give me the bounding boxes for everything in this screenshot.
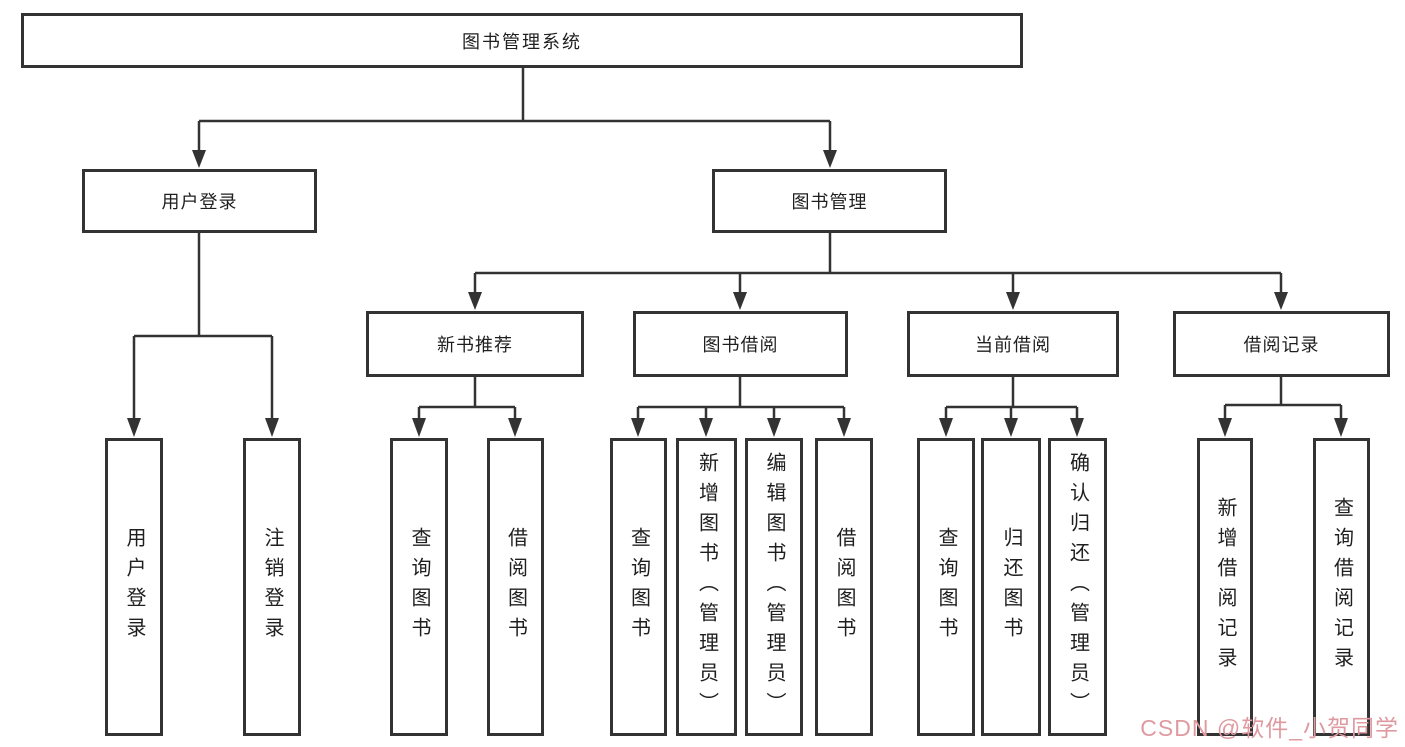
leaf-edit-books-admin: 编辑图书（管理员） — [745, 438, 803, 736]
node-borrow-records: 借阅记录 — [1173, 311, 1390, 377]
leaf-add-books-admin: 新增图书（管理员） — [676, 438, 737, 736]
node-current-borrow: 当前借阅 — [907, 311, 1119, 377]
leaf-add-borrow-record: 新增借阅记录 — [1197, 438, 1253, 736]
node-library-management-system: 图书管理系统 — [21, 13, 1023, 68]
leaf-borrow-query-books: 查询图书 — [610, 438, 667, 736]
leaf-borrow-books: 借阅图书 — [815, 438, 873, 736]
leaf-current-query-books: 查询图书 — [917, 438, 975, 736]
csdn-watermark: CSDN @软件_小贺同学 — [1140, 715, 1399, 741]
leaf-recommend-query-books: 查询图书 — [390, 438, 448, 736]
leaf-return-books: 归还图书 — [981, 438, 1041, 736]
leaf-logout: 注销登录 — [243, 438, 301, 736]
node-book-management: 图书管理 — [712, 169, 947, 233]
leaf-query-borrow-record: 查询借阅记录 — [1313, 438, 1370, 736]
arrowheads — [127, 150, 1348, 437]
leaf-confirm-return-admin: 确认归还（管理员） — [1048, 438, 1107, 736]
node-user-login: 用户登录 — [82, 169, 317, 233]
leaf-recommend-borrow-books: 借阅图书 — [487, 438, 544, 736]
node-book-borrow: 图书借阅 — [633, 311, 848, 377]
node-new-book-recommend: 新书推荐 — [366, 311, 584, 377]
leaf-user-login: 用户登录 — [105, 438, 163, 736]
